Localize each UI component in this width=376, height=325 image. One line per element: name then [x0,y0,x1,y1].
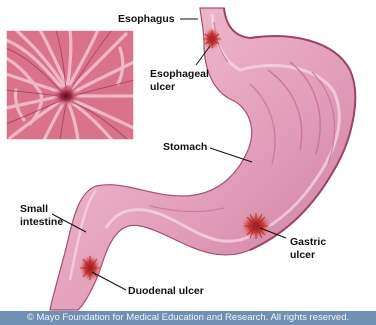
label-gastric-ulcer-line1: Gastric [290,236,326,248]
label-stomach: Stomach [163,141,207,153]
label-small-intestine-line1: Small [20,203,48,215]
label-duodenal-ulcer: Duodenal ulcer [128,285,204,297]
mucosa-closeup-inset [6,30,134,140]
esophageal-ulcer [203,27,221,51]
duodenal-ulcer [79,254,101,282]
label-small-intestine-line2: intestine [20,216,63,228]
gastric-ulcer [240,212,272,240]
copyright-footer: © Mayo Foundation for Medical Education … [0,311,376,325]
label-esophagus: Esophagus [118,13,175,25]
label-esophageal-ulcer-line2: ulcer [150,81,175,93]
label-esophageal-ulcer-line1: Esophageal [150,68,209,80]
label-gastric-ulcer-line2: ulcer [290,249,315,261]
